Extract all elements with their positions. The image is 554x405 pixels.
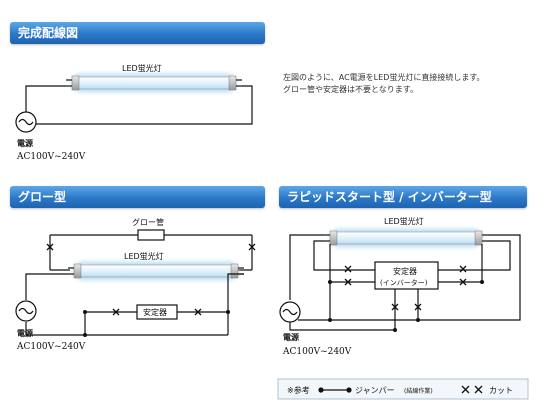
legend-ref: ※参考 bbox=[287, 385, 310, 395]
note-line-1: 左図のように、AC電源をLED蛍光灯に直接接続します。 bbox=[283, 73, 485, 82]
tube-label-rapid: LED蛍光灯 bbox=[384, 216, 424, 226]
voltage-label-glow: AC100V~240V bbox=[16, 342, 86, 352]
power-label-complete: 電源 bbox=[17, 138, 33, 148]
header-complete-wiring: 完成配線図 bbox=[10, 22, 265, 44]
voltage-label-rapid: AC100V~240V bbox=[282, 347, 352, 357]
ballast-label-rapid-1: 安定器 bbox=[393, 266, 417, 276]
cut-symbol-icon bbox=[461, 385, 483, 394]
header-glow-type: グロー型 bbox=[10, 186, 265, 208]
legend-box bbox=[277, 378, 529, 400]
glow-tube bbox=[137, 229, 165, 241]
power-label-glow: 電源 bbox=[17, 328, 33, 338]
header-rapid-type: ラピッドスタート型 / インバーター型 bbox=[279, 186, 527, 208]
header-complete-title: 完成配線図 bbox=[18, 26, 79, 40]
complete-wiring-diagram bbox=[15, 74, 253, 133]
cut-marks-rapid bbox=[344, 265, 467, 311]
voltage-label-complete: AC100V~240V bbox=[16, 152, 86, 162]
legend-jumper: ジャンパー bbox=[355, 386, 395, 395]
jumper-symbol-icon bbox=[318, 387, 352, 393]
tube-label-complete: LED蛍光灯 bbox=[122, 63, 162, 73]
junction-dots-glow bbox=[83, 310, 230, 337]
ac-source-icon-glow bbox=[15, 300, 37, 322]
ac-source-icon-rapid bbox=[279, 301, 301, 323]
legend-jumper-note: (結線作業) bbox=[404, 387, 433, 395]
cut-marks-glow bbox=[46, 243, 256, 316]
power-label-rapid: 電源 bbox=[283, 332, 299, 342]
led-tube-glow bbox=[68, 262, 244, 280]
header-glow-title: グロー型 bbox=[18, 190, 67, 204]
explanation-note: 左図のように、AC電源をLED蛍光灯に直接接続します。 グロー管や安定器は不要と… bbox=[283, 72, 543, 96]
header-rapid-title: ラピッドスタート型 / インバーター型 bbox=[287, 190, 492, 204]
glow-tube-label: グロー管 bbox=[132, 217, 164, 227]
tube-label-glow: LED蛍光灯 bbox=[124, 251, 164, 261]
junction-dots-rapid bbox=[328, 280, 484, 332]
note-line-2: グロー管や安定器は不要となります。 bbox=[283, 85, 418, 94]
led-tube-complete bbox=[66, 74, 242, 92]
ballast-label-glow: 安定器 bbox=[143, 307, 167, 317]
ballast-label-rapid-2: (インバーター) bbox=[380, 278, 428, 287]
led-tube-rapid bbox=[324, 229, 488, 247]
legend-cut: カット bbox=[489, 386, 513, 395]
ac-source-icon bbox=[15, 111, 37, 133]
glow-type-diagram bbox=[15, 229, 253, 336]
